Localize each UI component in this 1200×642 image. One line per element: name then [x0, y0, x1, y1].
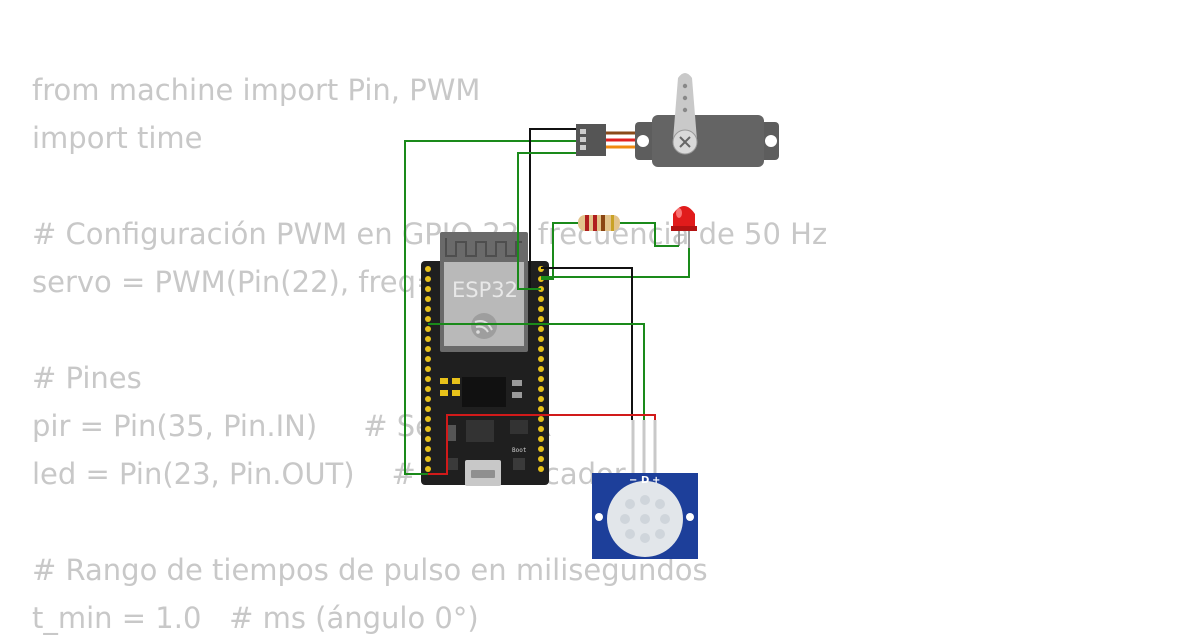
wire-servo-signal[interactable]: [404, 140, 576, 475]
espressif-logo: [471, 313, 497, 339]
code-line: t_min = 1.0 # ms (ángulo 0°): [32, 601, 479, 635]
esp32-label: ESP32: [452, 278, 518, 302]
wire-pir-power[interactable]: [428, 414, 656, 475]
en-button[interactable]: [446, 458, 458, 470]
right-header-pins: [538, 266, 544, 472]
code-line: # Rango de tiempos de pulso en milisegun…: [32, 553, 708, 587]
pir-pin-label-plus: +: [652, 475, 660, 486]
code-background: from machine import Pin, PWM import time #…: [32, 66, 827, 642]
wire-pir-ground[interactable]: [541, 267, 633, 420]
code-line: from machine import Pin, PWM: [32, 73, 481, 107]
wire-led-ground[interactable]: [541, 248, 690, 278]
esp32-board[interactable]: ESP32 Boot: [421, 232, 549, 486]
servo-body: [652, 115, 764, 167]
pir-pin-label-minus: −: [629, 475, 637, 486]
wire-pir-data[interactable]: [428, 323, 645, 420]
wire-resistor-led[interactable]: [620, 222, 679, 247]
code-line: # Pines: [32, 361, 142, 395]
boot-label: Boot: [512, 447, 527, 454]
pir-pin-label-d: D: [641, 475, 649, 486]
left-header-pins: [425, 266, 431, 472]
led[interactable]: [671, 206, 697, 248]
servo-motor[interactable]: [576, 73, 779, 167]
wire-servo-power[interactable]: [517, 152, 576, 290]
wire-esp32-resistor[interactable]: [541, 222, 578, 280]
pir-sensor[interactable]: − D +: [592, 420, 698, 559]
code-line: import time: [32, 121, 203, 155]
boot-button[interactable]: [513, 458, 525, 470]
